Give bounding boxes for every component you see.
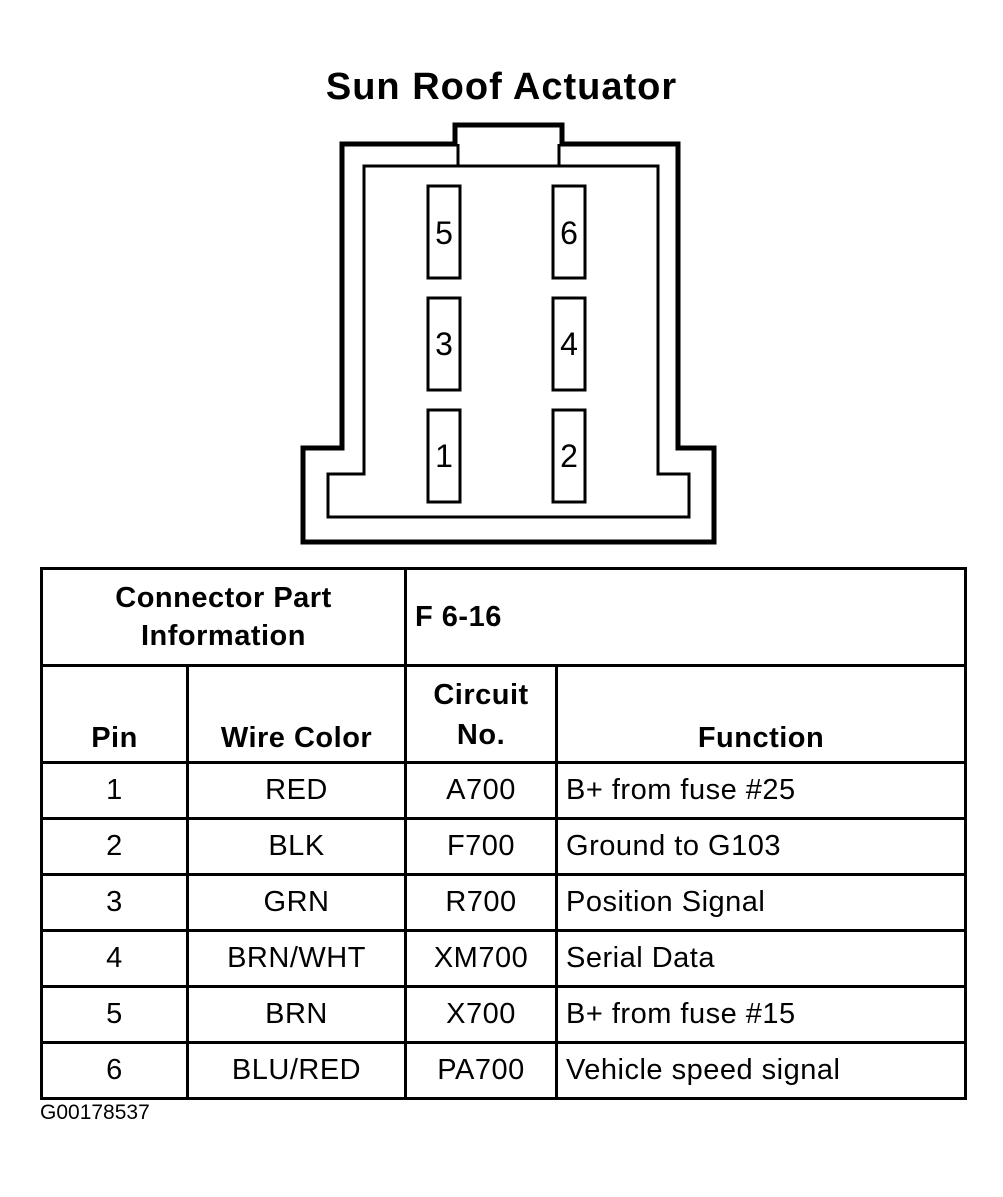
circuit-cell: XM700 (404, 929, 559, 988)
function-cell: B+ from fuse #15 (555, 985, 968, 1044)
table-row: 6 BLU/RED PA700 Vehicle speed signal (40, 1041, 968, 1100)
pin-cell: 1 (40, 761, 189, 820)
column-header-wire-color: Wire Color (185, 664, 408, 764)
pin-label-5: 5 (435, 215, 453, 251)
column-header-function: Function (555, 664, 968, 764)
pin-cavity-5 (426, 184, 462, 280)
wire-color-cell: BLU/RED (185, 1041, 408, 1100)
pin-cavity-2 (551, 408, 587, 504)
pin-cavity-3 (426, 296, 462, 392)
function-cell: Vehicle speed signal (555, 1041, 968, 1100)
pin-label-4: 4 (560, 326, 578, 362)
column-header-pin: Pin (40, 664, 189, 764)
pin-label-2: 2 (560, 438, 578, 474)
column-header-circuit-line2: No. (456, 719, 506, 751)
column-header-circuit-line1: Circuit (433, 679, 529, 711)
pin-cavity-1 (426, 408, 462, 504)
figure-id: G00178537 (40, 1101, 150, 1124)
part-info-label-line1: Connector Part (115, 582, 332, 614)
pin-cell: 6 (40, 1041, 189, 1100)
part-number: F 6-16 (404, 567, 968, 667)
pin-cell: 3 (40, 873, 189, 932)
circuit-cell: X700 (404, 985, 559, 1044)
pin-label-6: 6 (560, 215, 578, 251)
function-cell: Position Signal (555, 873, 968, 932)
function-cell: B+ from fuse #25 (555, 761, 968, 820)
wire-color-cell: BLK (185, 817, 408, 876)
function-cell: Serial Data (555, 929, 968, 988)
wire-color-cell: RED (185, 761, 408, 820)
table-row: 3 GRN R700 Position Signal (40, 873, 968, 932)
connector-housing-inner (326, 164, 691, 519)
table-row: 1 RED A700 B+ from fuse #25 (40, 761, 968, 820)
pin-label-1: 1 (435, 438, 453, 474)
diagram-title: Sun Roof Actuator (325, 66, 678, 108)
table-row: 4 BRN/WHT XM700 Serial Data (40, 929, 968, 988)
wire-color-cell: BRN (185, 985, 408, 1044)
connector-face-diagram: 5 6 3 4 1 2 (300, 122, 717, 545)
part-info-row: Connector Part Information F 6-16 (39, 567, 968, 667)
pin-cell: 5 (40, 985, 189, 1044)
connector-housing-outer (300, 122, 717, 545)
pin-label-3: 3 (435, 326, 453, 362)
circuit-cell: A700 (404, 761, 559, 820)
circuit-cell: PA700 (404, 1041, 559, 1100)
circuit-cell: R700 (404, 873, 559, 932)
wire-color-cell: BRN/WHT (185, 929, 408, 988)
connector-latch (456, 144, 561, 166)
pin-cavity-4 (551, 296, 587, 392)
table-row: 5 BRN X700 B+ from fuse #15 (40, 985, 968, 1044)
column-header-circuit: Circuit No. (404, 664, 559, 764)
table-row: 2 BLK F700 Ground to G103 (40, 817, 968, 876)
pin-cell: 2 (40, 817, 189, 876)
column-header-row: Pin Wire Color Circuit No. Function (40, 664, 968, 764)
connector-pinout-table: Connector Part Information F 6-16 Pin Wi… (39, 567, 968, 1100)
part-info-label: Connector Part Information (39, 567, 408, 667)
pin-cell: 4 (40, 929, 189, 988)
circuit-cell: F700 (404, 817, 559, 876)
part-info-label-line2: Information (141, 620, 306, 652)
function-cell: Ground to G103 (555, 817, 968, 876)
pin-cavity-6 (551, 184, 587, 280)
wire-color-cell: GRN (185, 873, 408, 932)
